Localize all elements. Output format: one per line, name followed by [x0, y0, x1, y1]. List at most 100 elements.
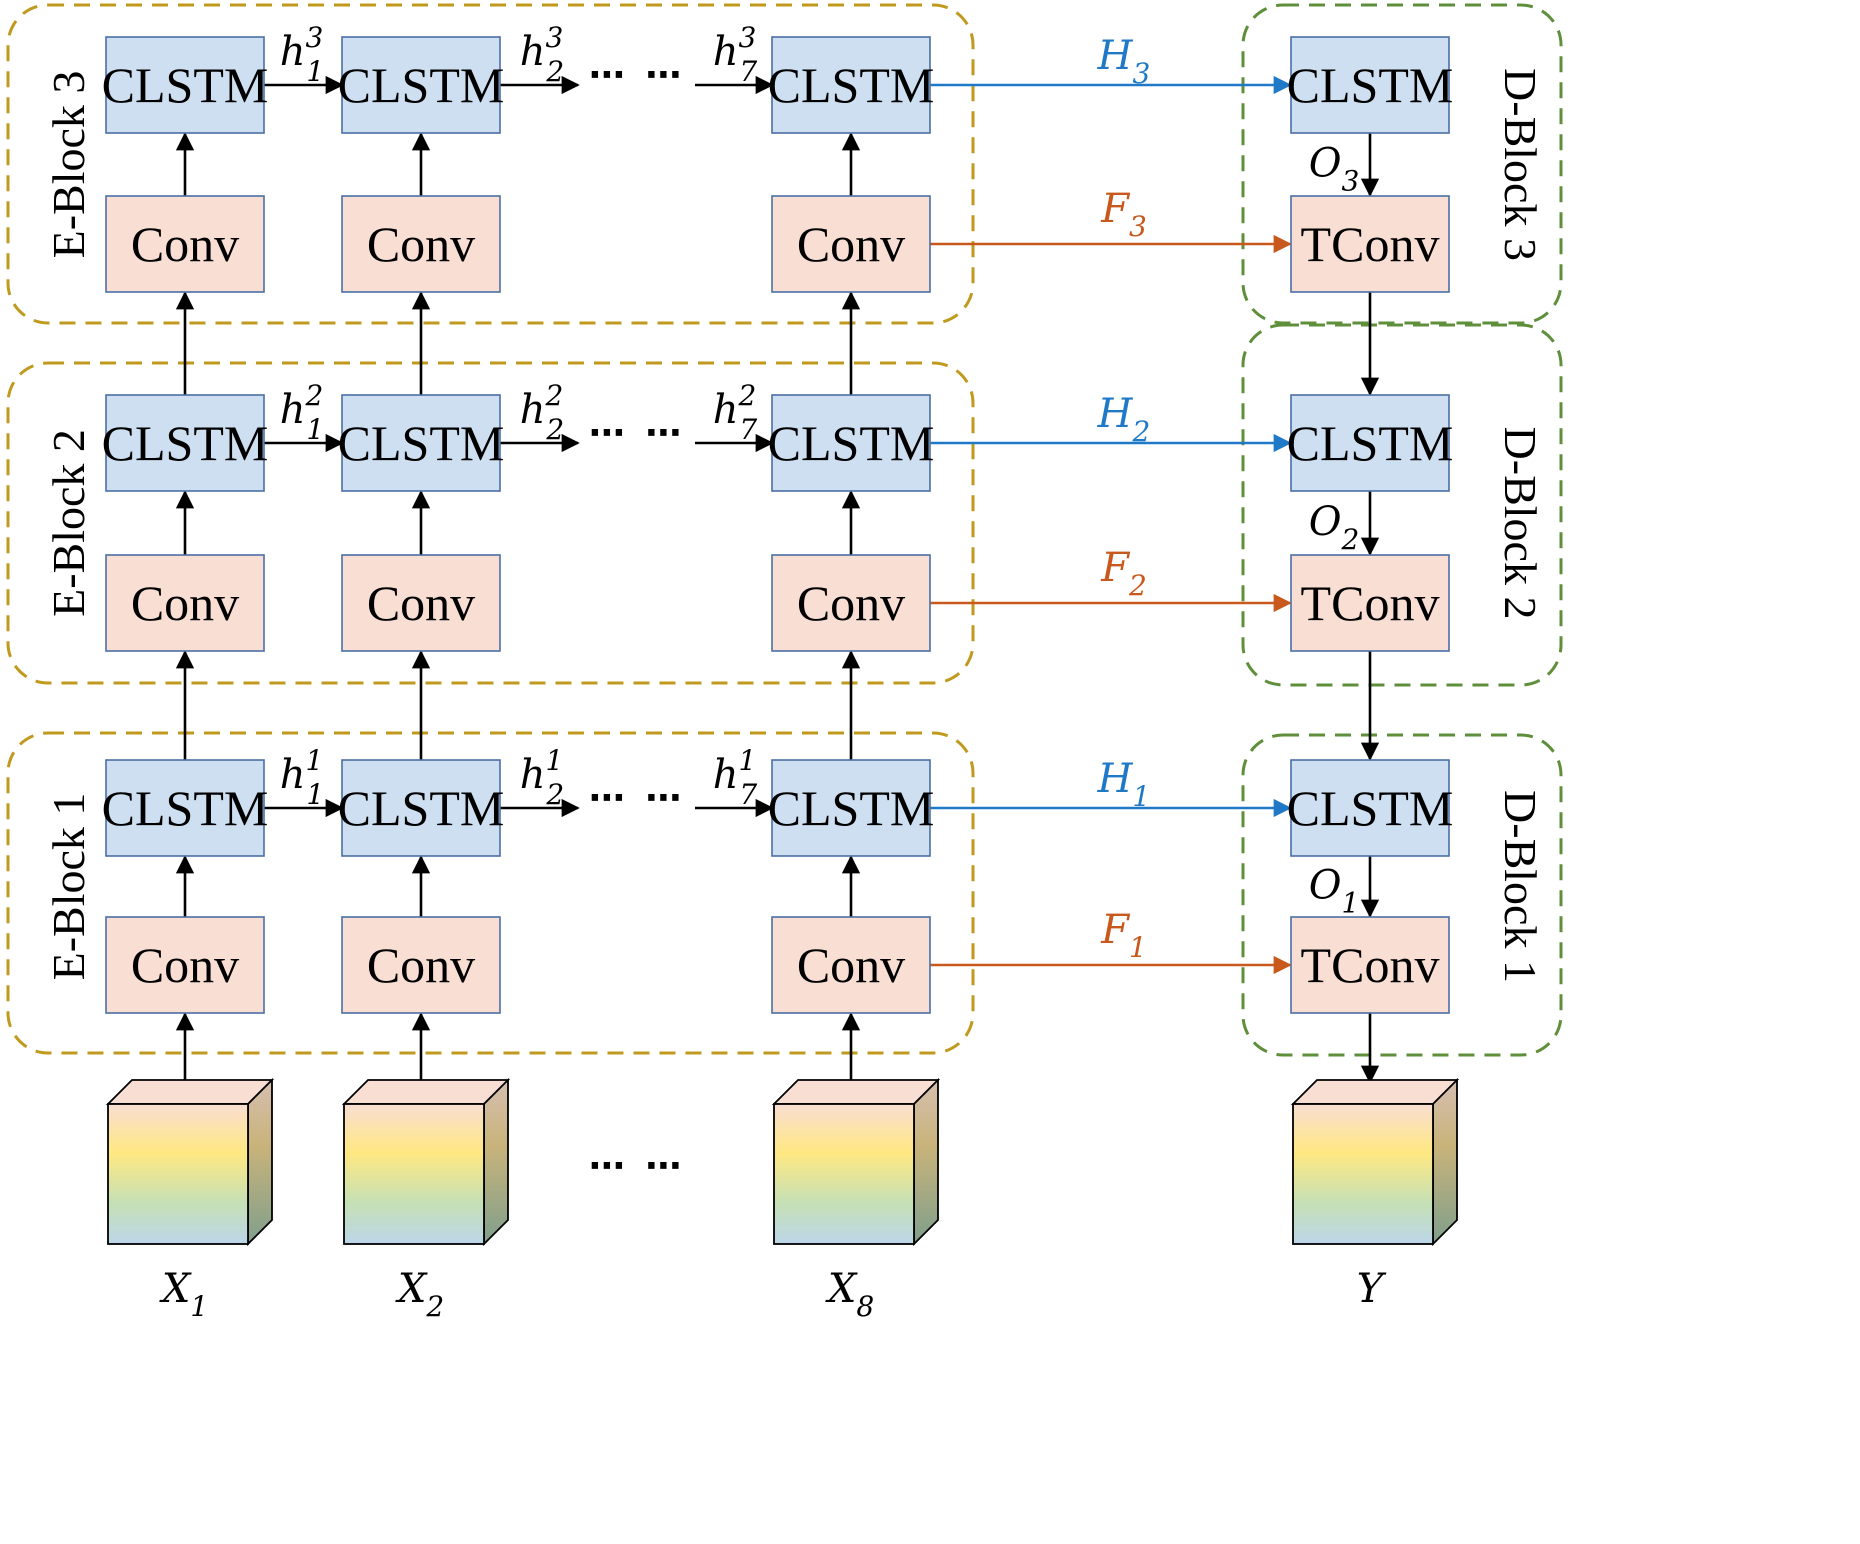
encoder-conv-e1-col1-box — [105, 916, 265, 1014]
feature-skip-label-2-base: F — [1100, 545, 1130, 591]
encoder-clstm-e1-col1-label: CLSTM — [102, 780, 269, 836]
encoder-clstm-e3-col1-label: CLSTM — [102, 57, 269, 113]
encoder-conv-e3-col1-box — [105, 195, 265, 293]
hidden-state-label-e3-3-base: h — [713, 29, 739, 75]
hidden-skip-label-3-subscript: 3 — [1133, 57, 1151, 90]
encoder-conv-e2-col1-label: Conv — [131, 575, 239, 631]
hidden-state-label-e1-1-base: h — [280, 752, 306, 798]
encoder-clstm-e3-col3-label: CLSTM — [768, 57, 935, 113]
decoder-tconv-d3-label: TConv — [1301, 216, 1440, 272]
hidden-state-label-e3-3-subscript: 7 — [739, 55, 757, 88]
decoder-tconv-d2: TConv — [1290, 554, 1450, 652]
input-cube-1-front-face — [107, 1103, 249, 1245]
encoder-clstm-e2-col1-box — [105, 394, 265, 492]
encoder-conv-e3-col1-label: Conv — [131, 216, 239, 272]
hidden-state-label-e2-1-base: h — [280, 387, 306, 433]
decoder-block-title-d3: D-Block 3 — [1495, 68, 1546, 261]
encoder-conv-e2-col3-label: Conv — [797, 575, 905, 631]
feature-skip-label-3-base: F — [1100, 186, 1130, 232]
decoder-output-label-d1-base: O — [1309, 863, 1342, 909]
hidden-state-label-e3-1-superscript: 3 — [306, 21, 324, 54]
hidden-state-label-e1-3-superscript: 1 — [739, 744, 757, 777]
output-cube-label: Y — [1357, 1266, 1387, 1312]
encoder-conv-e2-col1-box — [105, 554, 265, 652]
decoder-clstm-d3-box — [1290, 36, 1450, 134]
decoder-tconv-d1-box — [1290, 916, 1450, 1014]
input-cube-3-front-face — [773, 1103, 915, 1245]
output-cube-top-face — [1290, 1079, 1460, 1105]
encoder-conv-e1-col2-label: Conv — [367, 937, 475, 993]
decoder-clstm-d2-label: CLSTM — [1287, 415, 1454, 471]
input-cube-3 — [771, 1077, 941, 1247]
output-cube-label-base: Y — [1357, 1266, 1387, 1312]
decoder-output-label-d2-subscript: 2 — [1340, 523, 1359, 556]
encoder-conv-e3-col3-box — [771, 195, 931, 293]
encoder-conv-e1-col3-label: Conv — [797, 937, 905, 993]
decoder-clstm-d2-box — [1290, 394, 1450, 492]
hidden-state-label-e3-1-base: h — [280, 29, 306, 75]
ellipsis-e3: ⋯ ⋯ — [589, 55, 686, 96]
feature-skip-label-3-subscript: 3 — [1129, 210, 1147, 243]
encoder-clstm-e3-col2-box — [341, 36, 501, 134]
output-cube-front-face — [1292, 1103, 1434, 1245]
encoder-conv-e3-col3-label: Conv — [797, 216, 905, 272]
decoder-output-label-d2-base: O — [1309, 499, 1342, 545]
input-cube-3-label-base: X — [825, 1266, 858, 1312]
encoder-clstm-e3-col3-box — [771, 36, 931, 134]
encoder-block-frame-e3 — [6, 3, 975, 325]
input-cube-2-front-face — [343, 1103, 485, 1245]
hidden-state-label-e1-2-subscript: 2 — [545, 778, 564, 811]
hidden-state-label-e1-3-base: h — [713, 752, 739, 798]
encoder-clstm-e3-col1: CLSTM — [102, 36, 269, 134]
input-cube-2-label-base: X — [395, 1266, 428, 1312]
hidden-state-label-e2-3-base: h — [713, 387, 739, 433]
encoder-block-frame-e1 — [6, 731, 975, 1055]
encoder-conv-e1-col1: Conv — [105, 916, 265, 1014]
output-cube — [1290, 1077, 1460, 1247]
input-cube-1-top-face — [105, 1079, 275, 1105]
hidden-state-label-e3-2-base: h — [520, 29, 546, 75]
encoder-conv-e2-col2-box — [341, 554, 501, 652]
hidden-skip-label-3: H3 — [1097, 33, 1151, 90]
input-cube-3-label-subscript: 8 — [856, 1290, 874, 1323]
decoder-clstm-d1-label: CLSTM — [1287, 780, 1454, 836]
hidden-state-label-e2-3-subscript: 7 — [739, 413, 757, 446]
encoder-clstm-e2-col2: CLSTM — [338, 394, 504, 492]
feature-skip-label-2: F2 — [1100, 545, 1147, 602]
encoder-conv-e2-col3-box — [771, 554, 931, 652]
decoder-tconv-d2-label: TConv — [1301, 575, 1440, 631]
hidden-skip-label-1-subscript: 1 — [1133, 780, 1151, 813]
hidden-state-label-e2-3-superscript: 2 — [738, 379, 757, 412]
input-cube-1-label-base: X — [159, 1266, 192, 1312]
encoder-block-title-e2: E-Block 2 — [43, 429, 94, 617]
input-cube-3-top-face — [771, 1079, 941, 1105]
hidden-state-label-e2-1-superscript: 2 — [305, 379, 324, 412]
encoder-conv-e3-col3: Conv — [771, 195, 931, 293]
hidden-state-label-e3-1-subscript: 1 — [306, 55, 324, 88]
encoder-clstm-e1-col3-label: CLSTM — [768, 780, 935, 836]
encoder-block-title-e3: E-Block 3 — [43, 71, 94, 259]
encoder-clstm-e2-col3-label: CLSTM — [768, 415, 935, 471]
feature-skip-label-1-subscript: 1 — [1129, 931, 1147, 964]
decoder-block-title-d1: D-Block 1 — [1495, 790, 1546, 983]
decoder-output-label-d3-subscript: 3 — [1341, 165, 1359, 198]
decoder-tconv-d1: TConv — [1290, 916, 1450, 1014]
decoder-output-label-d2: O2 — [1309, 499, 1360, 556]
decoder-block-frame-d1 — [1241, 733, 1563, 1057]
decoder-tconv-d3: TConv — [1290, 195, 1450, 293]
decoder-clstm-d1-box — [1290, 759, 1450, 857]
encoder-clstm-e2-col3-box — [771, 394, 931, 492]
encoder-clstm-e1-col1-box — [105, 759, 265, 857]
hidden-state-label-e1-2-superscript: 1 — [546, 744, 564, 777]
input-cube-3-side-face — [913, 1077, 939, 1247]
encoder-clstm-e1-col3: CLSTM — [768, 759, 935, 857]
hidden-state-label-e1-1-subscript: 1 — [306, 778, 324, 811]
decoder-block-title-d2: D-Block 2 — [1495, 427, 1546, 620]
encoder-conv-e2-col1: Conv — [105, 554, 265, 652]
decoder-output-label-d3-base: O — [1309, 141, 1342, 187]
encoder-clstm-e2-col1: CLSTM — [102, 394, 268, 492]
encoder-clstm-e1-col2-box — [341, 759, 501, 857]
encoder-clstm-e2-col2-box — [341, 394, 501, 492]
